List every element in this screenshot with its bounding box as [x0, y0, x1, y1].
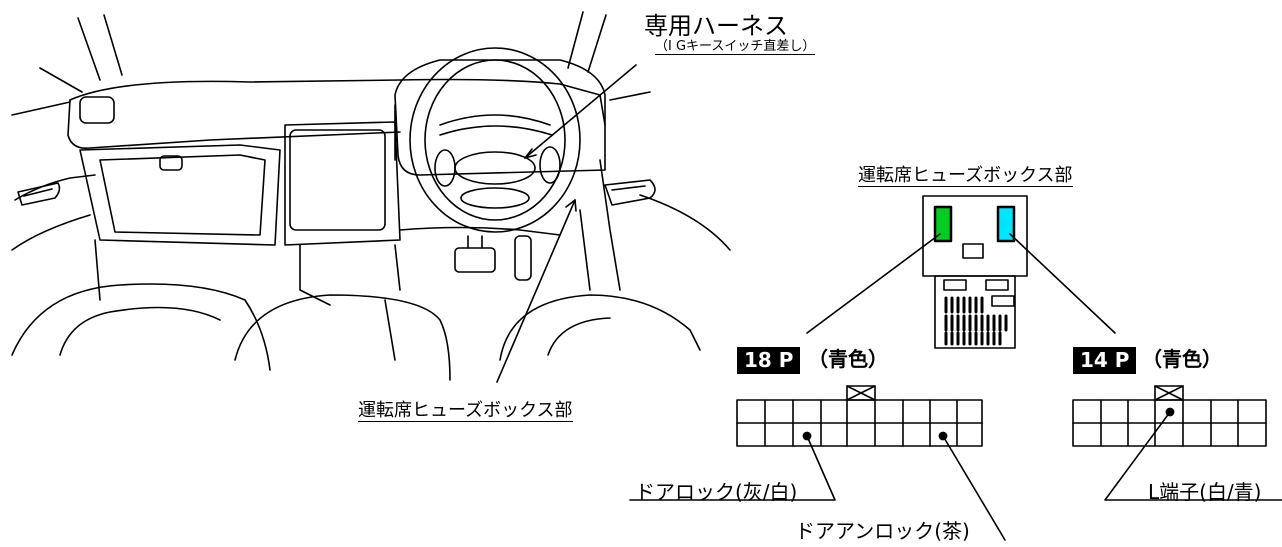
harness-title: 専用ハーネス — [644, 12, 788, 40]
harness-subtitle: （I Gキースイッチ直差し） — [655, 39, 816, 55]
door-lock-leader — [629, 435, 836, 501]
l-terminal-leader — [1104, 411, 1282, 501]
connector-14p-grid — [1072, 385, 1267, 447]
socket-14p-marker — [996, 205, 1016, 243]
connector-18p-color-label: （青色） — [808, 347, 888, 371]
fusebox-right-label: 運転席ヒューズボックス部 — [858, 165, 1073, 187]
connector-18p-tag: 18 P — [737, 347, 801, 374]
connector-18p-grid — [736, 385, 983, 447]
door-lock-label: ドアロック(灰/白) — [635, 480, 798, 504]
connector-14p-tag: 14 P — [1073, 347, 1137, 374]
l-terminal-label: L端子(白/青) — [1148, 480, 1262, 504]
fusebox-left-leader-line — [496, 199, 576, 383]
fusebox-to-14p-line — [1009, 233, 1116, 334]
fusebox-left-label: 運転席ヒューズボックス部 — [358, 400, 573, 422]
harness-arrowhead — [524, 148, 537, 159]
car-interior-illustration — [11, 11, 731, 381]
fusebox-unit — [922, 195, 1028, 349]
door-unlock-leader — [942, 435, 1006, 541]
fusebox-to-18p-line — [806, 233, 941, 334]
connector-14p-color-label: （青色） — [1142, 347, 1222, 371]
fusebox-left-arrowhead — [565, 199, 577, 212]
door-unlock-label: ドアアンロック(茶) — [795, 519, 970, 543]
harness-leader-line — [524, 64, 637, 159]
socket-18p-marker — [933, 205, 953, 243]
